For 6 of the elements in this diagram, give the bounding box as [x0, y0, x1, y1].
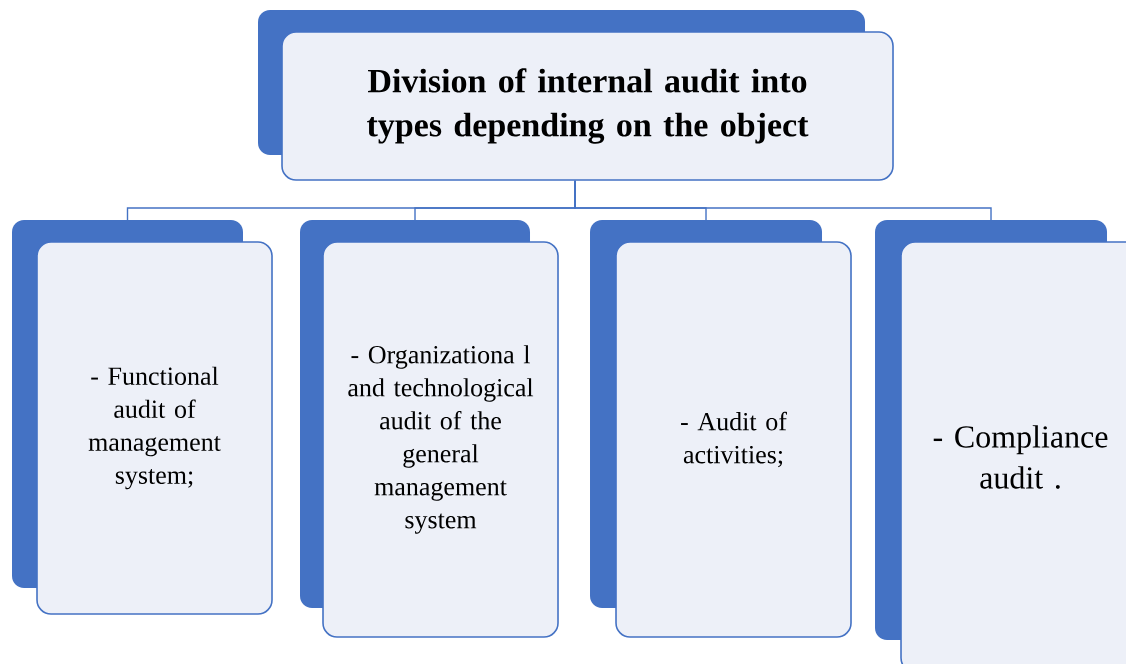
text-box: - Audit of activities; — [590, 220, 852, 638]
connector — [574, 180, 992, 221]
text-box: Division of internal audit into types depending on the object — [258, 10, 894, 181]
text-box: - Functional audit of management system; — [12, 220, 273, 615]
text-box: - Compliance audit . — [875, 220, 1126, 664]
text-box: - Organizationa l and technological audit of the general management system — [300, 220, 559, 638]
